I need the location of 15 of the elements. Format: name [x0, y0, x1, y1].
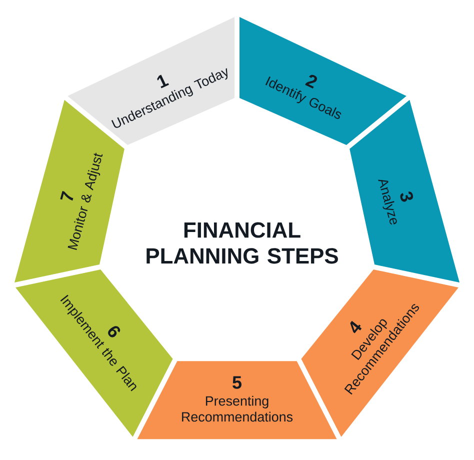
step-segment	[350, 100, 460, 283]
step-number: 3	[400, 192, 414, 202]
step-number: 5	[232, 376, 242, 389]
step-label: Analyze	[378, 180, 397, 225]
step-segment	[16, 269, 173, 437]
title: FINANCIAL PLANNING STEPS	[146, 222, 338, 264]
step-number: 1	[157, 74, 169, 88]
step-number: 6	[108, 326, 120, 338]
step-segment	[240, 17, 406, 146]
step-segment	[68, 17, 234, 146]
step-number: 2	[305, 74, 317, 89]
step-segment	[301, 269, 458, 437]
step-segment	[137, 361, 337, 440]
step-number: 7	[60, 190, 74, 201]
step-label: Presenting Recommendations	[182, 396, 293, 422]
